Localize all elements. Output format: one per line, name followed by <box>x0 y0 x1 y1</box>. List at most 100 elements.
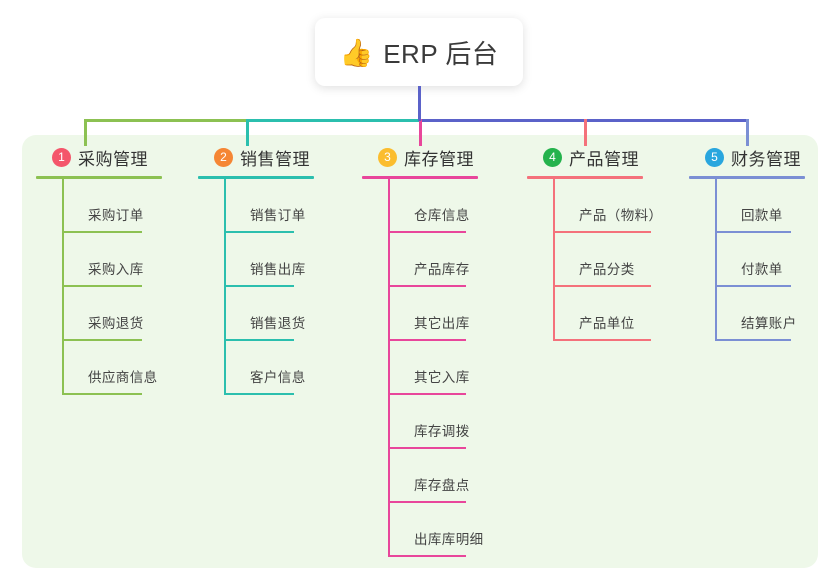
branch-item-label: 其它出库 <box>414 316 470 331</box>
branch-spine <box>715 179 717 341</box>
branch-item-label: 仓库信息 <box>414 208 470 223</box>
branch-item-underline <box>62 393 142 395</box>
thumbs-up-icon: 👍 <box>339 37 374 68</box>
branch-item-underline <box>224 231 294 233</box>
branch-item-label: 库存盘点 <box>414 478 470 493</box>
branch-item-underline <box>388 447 466 449</box>
diagram-panel <box>22 135 818 568</box>
branch-drop-line <box>246 119 249 146</box>
branch-item-label: 产品单位 <box>579 316 635 331</box>
bus-segment <box>84 119 246 122</box>
branch-spine <box>388 179 390 557</box>
branch-item[interactable]: 采购订单 <box>62 179 162 233</box>
branch-item[interactable]: 产品库存 <box>388 233 478 287</box>
branch-item-list: 回款单付款单结算账户 <box>715 179 805 341</box>
branch-title: 采购管理 <box>78 149 148 169</box>
branch-item-list: 仓库信息产品库存其它出库其它入库库存调拨库存盘点出库库明细 <box>388 179 483 557</box>
branch-item-label: 产品库存 <box>414 262 470 277</box>
branch-underline <box>527 176 643 179</box>
branch-item-underline <box>224 393 294 395</box>
branch-item-label: 出库库明细 <box>414 532 484 547</box>
branch-number-badge: 5 <box>705 147 724 167</box>
branch-drop-line <box>419 119 422 146</box>
branch-item-underline <box>553 339 651 341</box>
branch-item-label: 回款单 <box>741 208 783 223</box>
branch-underline <box>198 176 314 179</box>
branch-item[interactable]: 仓库信息 <box>388 179 478 233</box>
branch-spine <box>553 179 555 341</box>
branch-item-underline <box>715 285 791 287</box>
branch-item[interactable]: 产品（物料） <box>553 179 662 233</box>
branch-item-label: 销售订单 <box>250 208 306 223</box>
branch-item[interactable]: 库存调拨 <box>388 395 478 449</box>
branch-item[interactable]: 回款单 <box>715 179 805 233</box>
branch-column-5: 5 财务管理回款单付款单结算账户 <box>689 146 805 341</box>
branch-item[interactable]: 客户信息 <box>224 341 314 395</box>
branch-spine <box>224 179 226 395</box>
branch-item[interactable]: 产品分类 <box>553 233 651 287</box>
branch-item-label: 产品（物料） <box>579 208 663 223</box>
branch-number-badge: 4 <box>543 147 562 167</box>
branch-item[interactable]: 结算账户 <box>715 287 805 341</box>
branch-item[interactable]: 采购入库 <box>62 233 162 287</box>
branch-item-list: 采购订单采购入库采购退货供应商信息 <box>62 179 162 395</box>
branch-item[interactable]: 出库库明细 <box>388 503 483 557</box>
branch-item-underline <box>62 285 142 287</box>
branch-item-underline <box>224 285 294 287</box>
root-node[interactable]: 👍 ERP 后台 <box>315 18 523 86</box>
branch-title: 库存管理 <box>404 149 474 169</box>
branch-underline <box>362 176 478 179</box>
branch-item-label: 客户信息 <box>250 370 306 385</box>
branch-item-underline <box>224 339 294 341</box>
branch-item-label: 其它入库 <box>414 370 470 385</box>
branch-item-underline <box>388 285 466 287</box>
branch-item[interactable]: 其它入库 <box>388 341 478 395</box>
branch-item-label: 产品分类 <box>579 262 635 277</box>
root-stem <box>418 86 421 121</box>
branch-item[interactable]: 产品单位 <box>553 287 651 341</box>
branch-item-underline <box>553 285 651 287</box>
branch-item-label: 付款单 <box>741 262 783 277</box>
branch-column-3: 3 库存管理仓库信息产品库存其它出库其它入库库存调拨库存盘点出库库明细 <box>362 146 483 557</box>
branch-item[interactable]: 库存盘点 <box>388 449 478 503</box>
branch-header[interactable]: 3 库存管理 <box>362 146 478 169</box>
root-title: ERP 后台 <box>383 38 499 69</box>
branch-underline <box>36 176 162 179</box>
branch-item-label: 库存调拨 <box>414 424 470 439</box>
branch-item-underline <box>553 231 651 233</box>
branch-item[interactable]: 付款单 <box>715 233 805 287</box>
branch-drop-line <box>84 119 87 146</box>
branch-number-badge: 2 <box>214 147 233 167</box>
branch-number-badge: 3 <box>378 147 397 167</box>
branch-item[interactable]: 销售退货 <box>224 287 314 341</box>
bus-segment <box>584 119 746 122</box>
bus-segment <box>246 119 419 122</box>
branch-item-label: 采购入库 <box>88 262 144 277</box>
branch-item-underline <box>62 339 142 341</box>
branch-item-underline <box>388 339 466 341</box>
branch-header[interactable]: 5 财务管理 <box>689 146 805 169</box>
branch-item-underline <box>62 231 142 233</box>
branch-item[interactable]: 销售出库 <box>224 233 314 287</box>
branch-spine <box>62 179 64 395</box>
branch-item-underline <box>388 501 466 503</box>
branch-item[interactable]: 其它出库 <box>388 287 478 341</box>
branch-title: 财务管理 <box>731 149 801 169</box>
branch-item-underline <box>715 231 791 233</box>
branch-drop-line <box>584 119 587 146</box>
branch-item-underline <box>388 555 466 557</box>
branch-item[interactable]: 供应商信息 <box>62 341 162 395</box>
branch-item[interactable]: 销售订单 <box>224 179 314 233</box>
branch-drop-line <box>746 119 749 146</box>
branch-item-label: 采购退货 <box>88 316 144 331</box>
branch-item[interactable]: 采购退货 <box>62 287 162 341</box>
branch-item-list: 产品（物料） 产品分类产品单位 <box>553 179 662 341</box>
branch-item-list: 销售订单销售出库销售退货客户信息 <box>224 179 314 395</box>
branch-item-label: 销售出库 <box>250 262 306 277</box>
